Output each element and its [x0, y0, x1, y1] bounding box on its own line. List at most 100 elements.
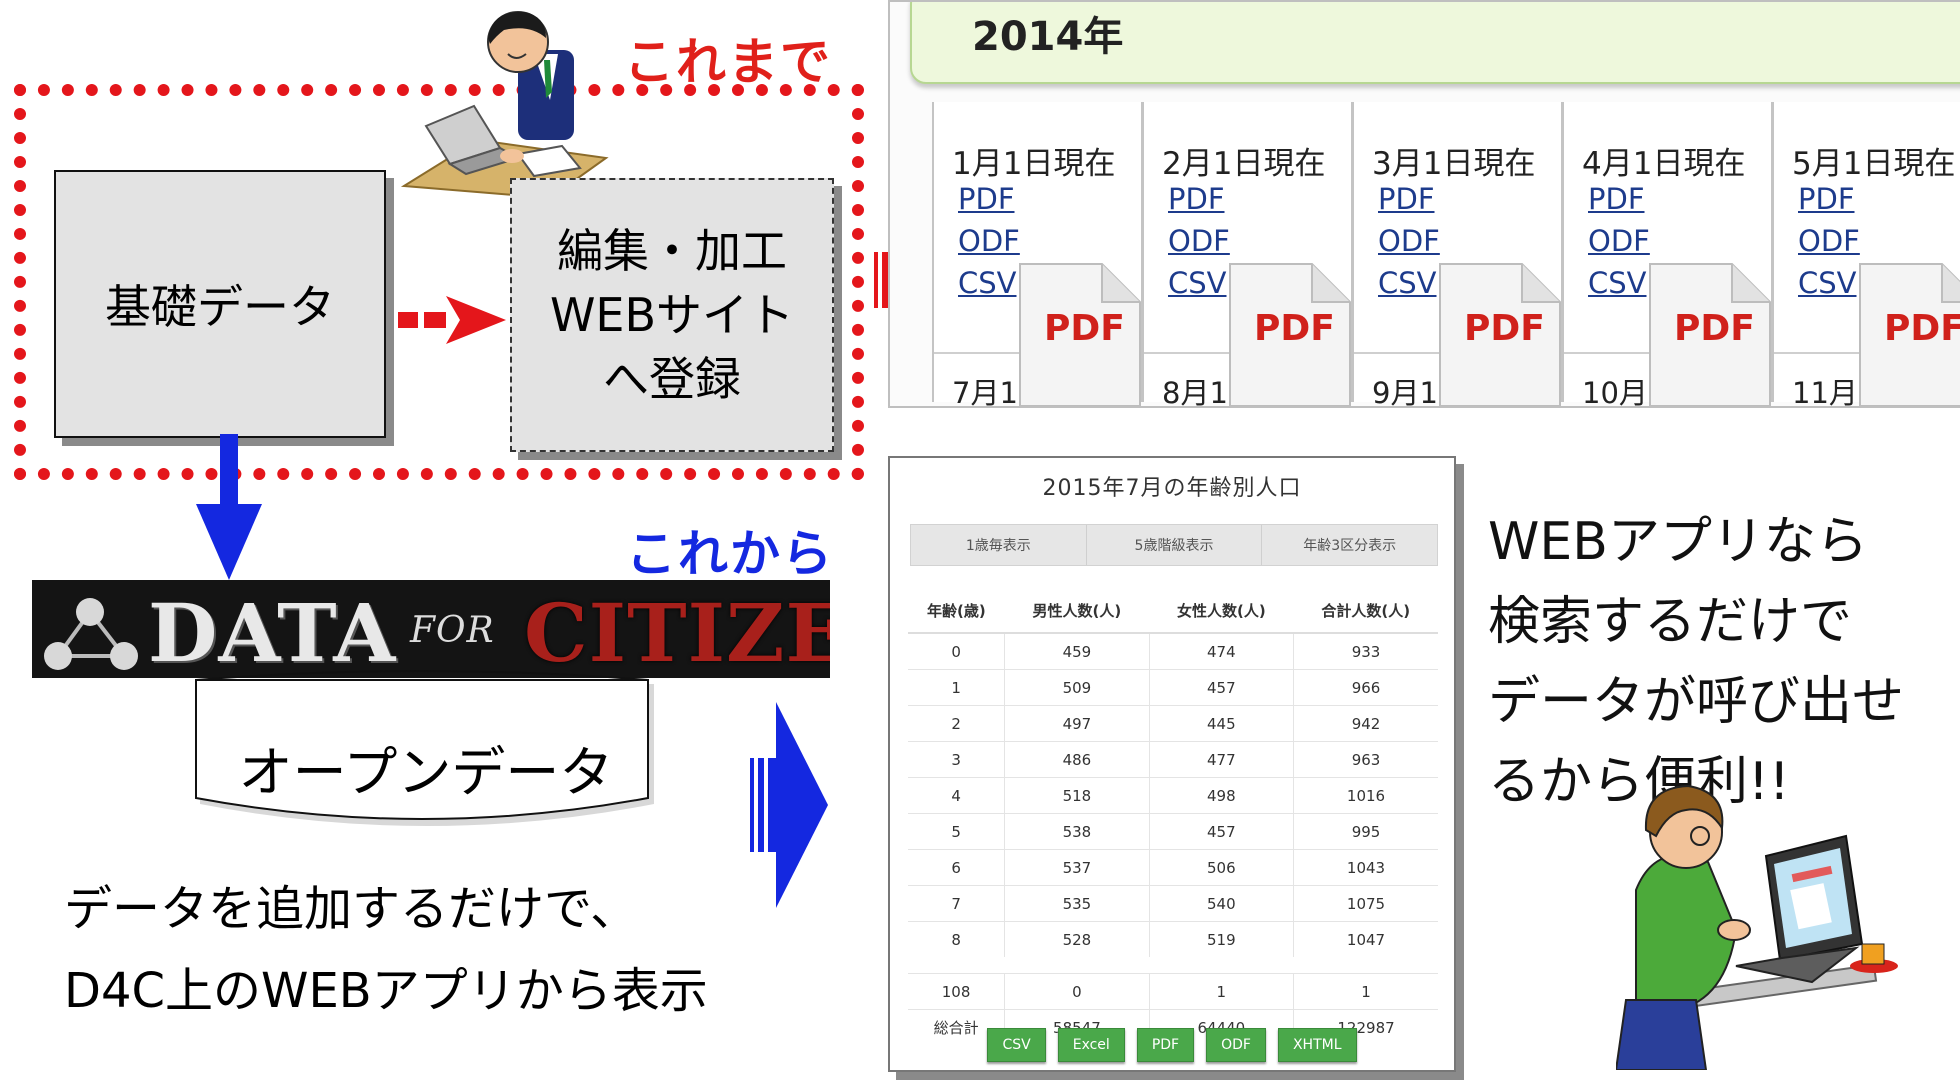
table-cell: 457	[1149, 669, 1295, 706]
month-date: 5月1日現在	[1792, 146, 1956, 182]
odf-link[interactable]: ODF	[1588, 224, 1650, 258]
year-label: 2014年	[972, 14, 1124, 60]
pdf-file-icon	[1229, 263, 1351, 406]
csv-link[interactable]: CSV	[1378, 266, 1437, 300]
pdf-button[interactable]: PDF	[1136, 1028, 1195, 1062]
table-cell: 506	[1149, 849, 1295, 886]
month-column: 4月1日現在 PDF ODF CSV 10月1 PDF	[1562, 102, 1772, 406]
table-cell: 4	[908, 777, 1006, 814]
month-date: 1月1日現在	[952, 146, 1116, 182]
csv-button[interactable]: CSV	[987, 1028, 1046, 1062]
table-cell: 966	[1293, 669, 1438, 706]
pdf-file-icon	[1649, 263, 1771, 406]
year-header: 2014年	[910, 2, 1960, 84]
logo-word: DATA	[148, 586, 397, 678]
month-column: 3月1日現在 PDF ODF CSV 9月1 PDF	[1352, 102, 1562, 406]
table-cell: 5	[908, 813, 1006, 850]
pdf-file-icon	[1439, 263, 1561, 406]
table-cell: 535	[1004, 885, 1150, 922]
age-population-panel: 2015年7月の年齢別人口 1歳毎表示 5歳階級表示 年齢3区分表示 年齢(歳)…	[888, 456, 1456, 1072]
pdf-link[interactable]: PDF	[1588, 182, 1645, 216]
pdf-icon-label: PDF	[1254, 308, 1335, 349]
table-cell: 995	[1293, 813, 1438, 850]
pdf-link[interactable]: PDF	[1168, 182, 1225, 216]
table-cell: 540	[1149, 885, 1295, 922]
table-cell: 2	[908, 705, 1006, 742]
blue-block-arrow-icon	[750, 702, 828, 908]
edit-line: 編集・加工	[557, 224, 787, 278]
open-data-cylinder	[195, 670, 654, 826]
month-column: 1月1日現在 PDF ODF CSV 7月1 PDF	[932, 102, 1142, 406]
base-data-box: 基礎データ	[54, 170, 386, 438]
column-header: 年齢(歳)	[908, 588, 1005, 634]
table-row: 総合計5854764440122987	[908, 1009, 1438, 1045]
view-tabs: 1歳毎表示 5歳階級表示 年齢3区分表示	[910, 524, 1438, 566]
odf-button[interactable]: ODF	[1206, 1028, 1266, 1062]
pdf-link[interactable]: PDF	[1378, 182, 1435, 216]
table-cell: 3	[908, 741, 1006, 778]
edit-line: へ登録	[603, 352, 741, 406]
edit-register-box: 編集・加工 WEBサイト へ登録	[510, 178, 834, 452]
month-column: 5月1日現在 PDF ODF CSV 11月 PDF	[1772, 102, 1960, 406]
table-cell: 477	[1149, 741, 1295, 778]
csv-link[interactable]: CSV	[1798, 266, 1857, 300]
description-line: データを追加するだけで、	[64, 881, 639, 937]
table-cell: 445	[1149, 705, 1295, 742]
next-month-date: 7月1	[952, 376, 1018, 408]
month-date: 4月1日現在	[1582, 146, 1746, 182]
blue-down-arrow-icon	[196, 434, 262, 580]
pdf-icon-label: PDF	[1464, 308, 1545, 349]
pdf-link[interactable]: PDF	[1798, 182, 1855, 216]
table-cell: 459	[1004, 632, 1150, 670]
laptop-user-illustration	[1616, 784, 1898, 1070]
benefit-line: 検索するだけで	[1488, 592, 1853, 652]
table-cell: 528	[1004, 921, 1150, 957]
d4c-description: データを追加するだけで、 D4C上のWEBアプリから表示	[64, 868, 708, 1032]
data-for-citizen-logo: DATA FOR CITIZEN	[32, 580, 830, 678]
red-arrow-icon	[398, 296, 506, 344]
column-header: 合計人数(人)	[1293, 588, 1438, 634]
csv-link[interactable]: CSV	[1168, 266, 1227, 300]
table-cell: 474	[1149, 632, 1295, 670]
tab-1-year[interactable]: 1歳毎表示	[911, 525, 1087, 565]
table-cell: 0	[1004, 973, 1150, 1010]
tab-5-year[interactable]: 5歳階級表示	[1087, 525, 1263, 565]
table-cell: 1047	[1293, 921, 1438, 957]
csv-link[interactable]: CSV	[958, 266, 1017, 300]
table-cell: 942	[1293, 705, 1438, 742]
month-column: 2月1日現在 PDF ODF CSV 8月1日 PDF	[1142, 102, 1352, 406]
odf-link[interactable]: ODF	[1378, 224, 1440, 258]
table-cell: 457	[1149, 813, 1295, 850]
table-cell: 933	[1293, 632, 1438, 670]
xhtml-button[interactable]: XHTML	[1277, 1028, 1357, 1062]
excel-button[interactable]: Excel	[1057, 1028, 1125, 1062]
month-date: 2月1日現在	[1162, 146, 1326, 182]
future-heading: これから	[626, 525, 834, 583]
open-data-label: オープンデータ	[238, 741, 614, 804]
table-cell: 1	[1293, 973, 1438, 1010]
odf-link[interactable]: ODF	[1168, 224, 1230, 258]
pdf-link[interactable]: PDF	[958, 182, 1015, 216]
past-process-frame	[14, 84, 864, 480]
table-cell: 498	[1149, 777, 1295, 814]
pdf-icon-label: PDF	[1884, 308, 1960, 349]
csv-link[interactable]: CSV	[1588, 266, 1647, 300]
table-cell: 1	[1149, 973, 1295, 1010]
odf-link[interactable]: ODF	[958, 224, 1020, 258]
odf-link[interactable]: ODF	[1798, 224, 1860, 258]
pdf-file-icon	[1019, 263, 1141, 406]
office-worker-illustration	[400, 11, 609, 198]
next-month-date: 9月1	[1372, 376, 1438, 408]
tab-3-category[interactable]: 年齢3区分表示	[1303, 538, 1397, 554]
edit-line: WEBサイト	[549, 288, 795, 342]
logo-word: FOR	[410, 610, 495, 651]
table-gap-row	[908, 957, 1438, 974]
